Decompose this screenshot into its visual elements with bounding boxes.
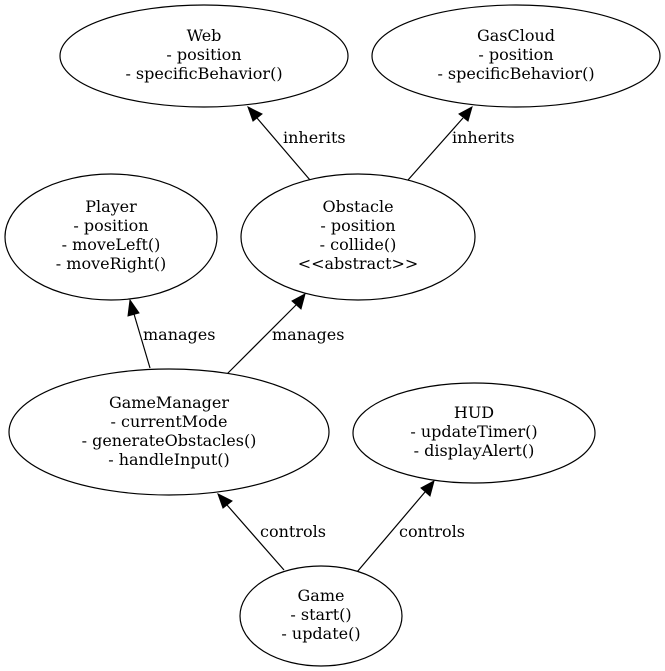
node-ellipse	[240, 173, 476, 301]
edge-line	[226, 304, 297, 375]
node-method: - moveLeft()	[62, 235, 161, 254]
node-hud: HUD - updateTimer() - displayAlert()	[352, 382, 596, 484]
node-title: Game	[298, 586, 345, 605]
node-title: HUD	[454, 403, 494, 422]
node-stereotype: <<abstract>>	[298, 254, 419, 273]
arrowhead-icon	[420, 480, 435, 497]
node-method: - specificBehavior()	[125, 64, 282, 83]
node-attribute: - currentMode	[111, 412, 228, 431]
node-title: Player	[85, 197, 137, 216]
arrowhead-icon	[217, 492, 233, 509]
edge-obstacle-inherits-web: inherits	[247, 105, 346, 181]
node-method: - updateTimer()	[410, 422, 537, 441]
arrowhead-icon	[247, 105, 263, 122]
node-game: Game - start() - update()	[239, 565, 403, 667]
node-method: - generateObstacles()	[82, 431, 257, 450]
edge-gamemanager-manages-player: manages	[127, 298, 215, 369]
node-attribute: - position	[478, 45, 553, 64]
node-web: Web - position - specificBehavior()	[59, 4, 349, 108]
node-title: Obstacle	[322, 197, 393, 216]
arrowhead-icon	[291, 293, 306, 310]
node-method: - handleInput()	[108, 450, 230, 469]
edge-line	[356, 491, 426, 573]
node-ellipse	[371, 4, 661, 108]
edge-label: manages	[272, 325, 344, 344]
node-attribute: - position	[320, 216, 395, 235]
node-attribute: - position	[73, 216, 148, 235]
edge-gamemanager-manages-obstacle: manages	[226, 293, 344, 375]
node-gamemanager: GameManager - currentMode - generateObst…	[8, 368, 330, 496]
edge-label: controls	[260, 522, 326, 541]
node-title: Web	[187, 26, 222, 45]
node-method: - specificBehavior()	[437, 64, 594, 83]
node-ellipse	[4, 173, 218, 301]
node-ellipse	[239, 565, 403, 667]
edge-game-controls-hud: controls	[356, 480, 465, 573]
node-gascloud: GasCloud - position - specificBehavior()	[371, 4, 661, 108]
node-title: GasCloud	[477, 26, 555, 45]
edge-line	[407, 117, 464, 181]
edge-line	[256, 117, 311, 181]
node-ellipse	[352, 382, 596, 484]
node-ellipse	[8, 368, 330, 496]
edge-line	[133, 313, 151, 369]
node-attribute: - position	[166, 45, 241, 64]
node-method: - start()	[290, 605, 351, 624]
edge-label: controls	[399, 522, 465, 541]
edge-game-controls-gamemanager: controls	[217, 492, 326, 571]
node-player: Player - position - moveLeft() - moveRig…	[4, 173, 218, 301]
edge-obstacle-inherits-gascloud: inherits	[407, 105, 515, 181]
node-method: - moveRight()	[56, 254, 166, 273]
node-method: - collide()	[320, 235, 397, 254]
arrowhead-icon	[127, 298, 140, 317]
arrowhead-icon	[458, 105, 473, 122]
node-method: - update()	[281, 624, 360, 643]
edge-label: inherits	[283, 128, 346, 147]
edge-label: inherits	[452, 128, 515, 147]
node-title: GameManager	[109, 393, 229, 412]
edge-line	[226, 504, 285, 571]
node-ellipse	[59, 4, 349, 108]
edge-label: manages	[143, 325, 215, 344]
node-obstacle: Obstacle - position - collide() <<abstra…	[240, 173, 476, 301]
node-method: - displayAlert()	[414, 441, 535, 460]
